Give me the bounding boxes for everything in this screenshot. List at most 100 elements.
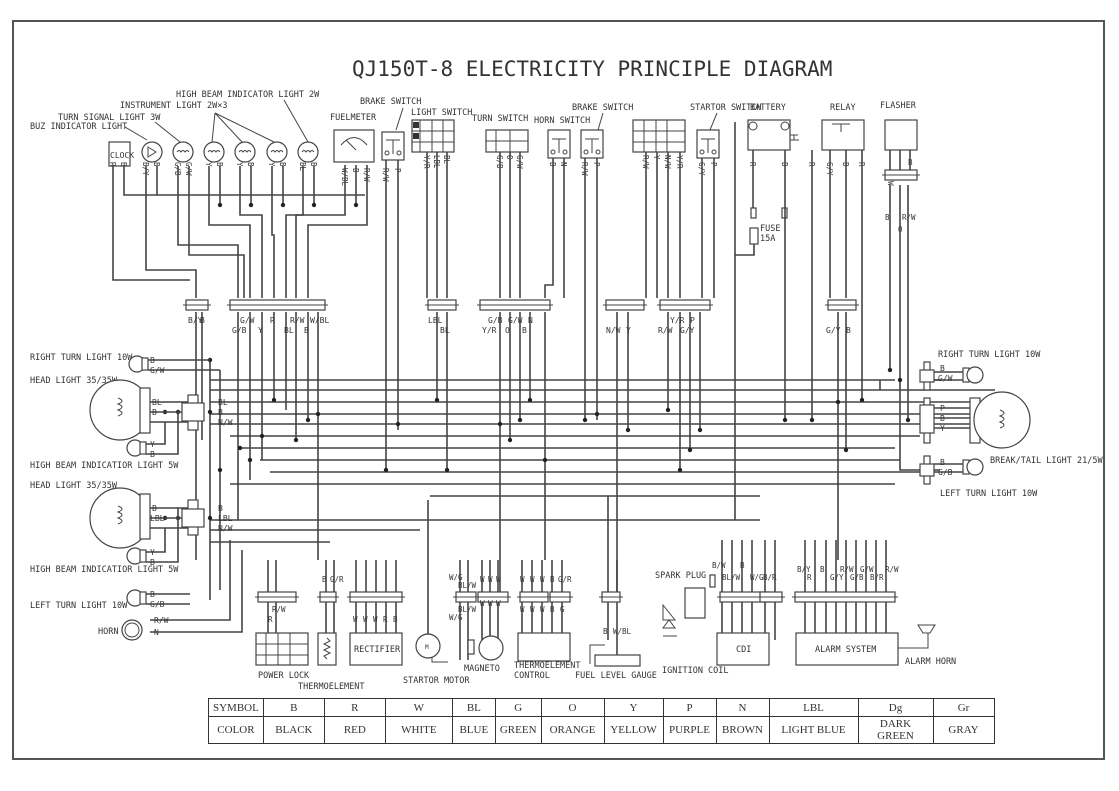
- label-horn: HORN: [98, 627, 118, 637]
- label-thermo-control-2: CONTROL: [514, 671, 550, 681]
- brake-switch-1: [381, 131, 405, 161]
- wire-label: G/B: [232, 326, 247, 335]
- wire-label: Y: [258, 326, 263, 335]
- junction-dot: [248, 202, 254, 208]
- label-power-lock: POWER LOCK: [258, 671, 310, 681]
- magneto: [467, 635, 504, 661]
- junction-dot: [271, 397, 277, 403]
- wire-label: BL/W: [458, 581, 477, 590]
- alarm-system: [795, 632, 899, 666]
- junction-dot: [247, 457, 253, 463]
- wire-label: B: [278, 162, 287, 167]
- wire-label: R/W: [658, 326, 673, 335]
- connector-bar: [227, 299, 328, 311]
- wire-label: N/W: [606, 326, 621, 335]
- label-turn-signal: TURN SIGNAL LIGHT 3W: [58, 113, 161, 123]
- startor-switch: [696, 129, 720, 159]
- junction-dot: [207, 409, 213, 415]
- wire-label: W/BL: [310, 316, 329, 325]
- junction-dot: [625, 427, 631, 433]
- wire-label: R: [108, 162, 117, 167]
- wire-label: G/R: [558, 575, 572, 584]
- tail-light: [969, 391, 1031, 449]
- instrument-bulb-3: [266, 141, 288, 163]
- startor-motor: [415, 633, 448, 663]
- wire-label: N/W: [218, 524, 233, 533]
- connector-bar: [599, 591, 623, 603]
- wire-label: N: [528, 316, 533, 325]
- legend-symbol: P: [662, 698, 717, 717]
- connector-bar: [517, 591, 551, 603]
- legend-color: LIGHT BLUE: [768, 716, 859, 744]
- label-magneto: MAGNETO: [464, 664, 500, 674]
- wire-label: G/W: [938, 374, 953, 383]
- left-turn-bulb-rear: [962, 458, 984, 476]
- wire-label: Y: [267, 162, 276, 167]
- diagram-title: QJ150T-8 ELECTRICITY PRINCIPLE DIAGRAM: [352, 57, 832, 81]
- wire-label: LBL: [150, 514, 165, 523]
- legend-symbol: W: [384, 698, 453, 717]
- wire-label: B: [150, 356, 155, 365]
- label-thermoelement: THERMOELEMENT: [298, 682, 365, 692]
- label-startor-motor: STARTOR MOTOR: [403, 676, 470, 686]
- wire-label: G/Y: [830, 573, 844, 582]
- wire-label: G/W: [240, 316, 255, 325]
- junction-dot: [434, 397, 440, 403]
- wire-label: BL: [440, 326, 450, 335]
- connector-bar: [255, 591, 299, 603]
- legend-symbol: Dg: [857, 698, 934, 717]
- junction-dot: [859, 397, 865, 403]
- horn-icon: [121, 619, 143, 641]
- wire-label: B: [522, 326, 527, 335]
- wire-label: W/G: [750, 573, 764, 582]
- legend-color: PURPLE: [662, 716, 717, 744]
- label-rectifier: RECTIFIER: [354, 645, 401, 655]
- wire-label: R/W: [840, 565, 854, 574]
- legend-symbol: Y: [603, 698, 664, 717]
- wire-label: B: [885, 213, 890, 222]
- hb-indicator-bulb-1: [126, 439, 147, 457]
- left-turn-bulb-front: [126, 589, 147, 607]
- horn-switch: [547, 129, 571, 159]
- wire-label: B: [152, 408, 157, 417]
- legend-color-header: COLOR: [208, 716, 264, 744]
- wire-label: W: [373, 615, 378, 624]
- legend-color: WHITE: [384, 716, 453, 744]
- label-hb-indicator-2: HIGH BEAM INDICATIOR LIGHT 5W: [30, 565, 179, 575]
- wire-label: G/B: [488, 316, 503, 325]
- label-relay: RELAY: [830, 103, 856, 113]
- wire-label: Y: [235, 162, 244, 167]
- instrument-bulb-1: [203, 141, 225, 163]
- junction-dot: [782, 417, 788, 423]
- label-fuse-rating: 15A: [760, 234, 775, 244]
- legend-color: GREEN: [494, 716, 542, 744]
- wire-label: R/W: [902, 213, 916, 222]
- legend-color: DARK GREEN: [857, 716, 934, 744]
- wire-label: B: [550, 605, 555, 614]
- relay: [821, 119, 865, 151]
- brake-switch-2: [580, 129, 604, 159]
- wire-label: B: [393, 615, 398, 624]
- junction-dot: [897, 377, 903, 383]
- connector-bar: [603, 299, 647, 311]
- legend-color: ORANGE: [540, 716, 605, 744]
- hb-indicator-bulb-2: [126, 547, 147, 565]
- wire-label: Y/R: [670, 316, 685, 325]
- legend-symbol-header: SYMBOL: [208, 698, 264, 717]
- legend-symbol: LBL: [768, 698, 859, 717]
- junction-dot: [887, 367, 893, 373]
- label-brake-switch-2: BRAKE SWITCH: [572, 103, 633, 113]
- label-light-switch: LIGHT SWITCH: [411, 108, 472, 118]
- junction-dot: [835, 399, 841, 405]
- connector-bar: [475, 591, 511, 603]
- wire-label: P: [690, 316, 695, 325]
- wire-label: O: [505, 326, 510, 335]
- legend-symbol: R: [323, 698, 386, 717]
- wire-label: Y: [150, 440, 155, 449]
- label-high-beam-indicator: HIGH BEAM INDICATOR LIGHT 2W: [176, 90, 320, 100]
- junction-dot: [353, 202, 359, 208]
- wire-label: B: [150, 590, 155, 599]
- junction-dot: [665, 407, 671, 413]
- junction-dot: [843, 447, 849, 453]
- head-light-1: [89, 379, 151, 441]
